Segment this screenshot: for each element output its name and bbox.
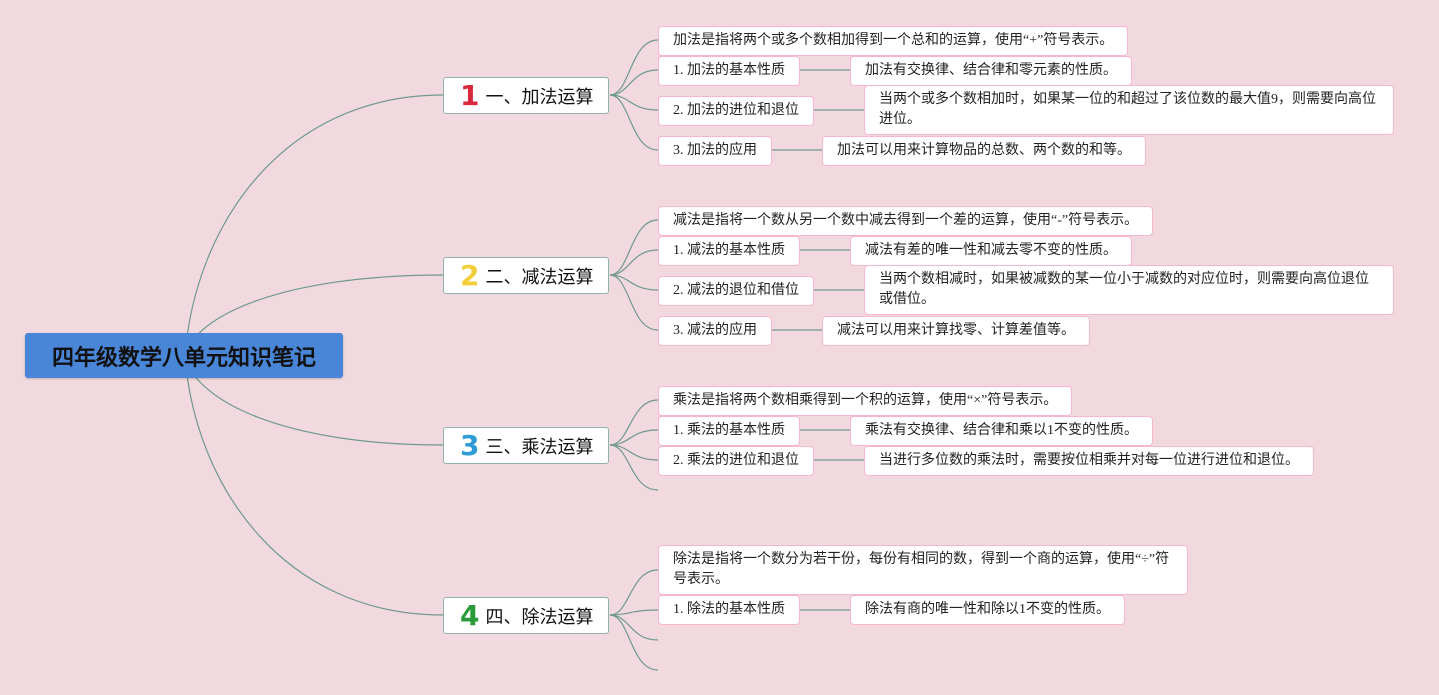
detail-box[interactable]: 减法可以用来计算找零、计算差值等。: [822, 316, 1090, 346]
connector-line: [609, 39, 659, 96]
detail-box[interactable]: 当两个或多个数相加时，如果某一位的和超过了该位数的最大值9，则需要向高位进位。: [864, 85, 1394, 135]
connector-line: [184, 94, 444, 357]
number-3-icon: 3: [460, 428, 480, 462]
detail-box[interactable]: 加法可以用来计算物品的总数、两个数的和等。: [822, 136, 1146, 166]
number-1-icon: 1: [460, 78, 480, 112]
subtopic-box[interactable]: 3. 减法的应用: [658, 316, 772, 346]
subtopic-box[interactable]: 3. 加法的应用: [658, 136, 772, 166]
connector-line: [609, 444, 659, 491]
branch-title: 三、乘法运算: [485, 436, 594, 458]
detail-box[interactable]: 当进行多位数的乘法时，需要按位相乘并对每一位进行进位和退位。: [864, 446, 1314, 476]
number-2-icon: 2: [460, 258, 480, 292]
detail-box[interactable]: 减法有差的唯一性和减去零不变的性质。: [850, 236, 1132, 266]
detail-box[interactable]: 乘法有交换律、结合律和乘以1不变的性质。: [850, 416, 1153, 446]
detail-box[interactable]: 当两个数相减时，如果被减数的某一位小于减数的对应位时，则需要向高位退位或借位。: [864, 265, 1394, 315]
subtopic-box[interactable]: 2. 加法的进位和退位: [658, 96, 814, 126]
root-topic[interactable]: 四年级数学八单元知识笔记: [25, 333, 343, 378]
branch-title: 四、除法运算: [485, 606, 594, 628]
subtopic-box[interactable]: 2. 乘法的进位和退位: [658, 446, 814, 476]
connector-line: [609, 399, 659, 446]
connector-line: [609, 274, 659, 331]
subtopic-box[interactable]: 1. 除法的基本性质: [658, 595, 800, 625]
connector-line: [609, 94, 659, 151]
definition-box[interactable]: 减法是指将一个数从另一个数中减去得到一个差的运算，使用“-”符号表示。: [658, 206, 1154, 236]
connector-line: [609, 569, 659, 616]
connector-line: [609, 219, 659, 276]
branch-division[interactable]: 4 四、除法运算: [443, 597, 609, 634]
subtopic-box[interactable]: 2. 减法的退位和借位: [658, 276, 814, 306]
detail-box[interactable]: 除法有商的唯一性和除以1不变的性质。: [850, 595, 1125, 625]
subtopic-box[interactable]: 1. 乘法的基本性质: [658, 416, 800, 446]
branch-title: 一、加法运算: [485, 86, 594, 108]
connector-line: [184, 355, 444, 616]
branch-multiplication[interactable]: 3 三、乘法运算: [443, 427, 609, 464]
definition-box[interactable]: 除法是指将一个数分为若干份，每份有相同的数，得到一个商的运算，使用“÷”符号表示…: [658, 545, 1188, 595]
branch-addition[interactable]: 1 一、加法运算: [443, 77, 609, 114]
connector-line: [609, 614, 659, 641]
connector-line: [609, 614, 659, 671]
number-4-icon: 4: [460, 598, 480, 632]
subtopic-box[interactable]: 1. 减法的基本性质: [658, 236, 800, 266]
detail-box[interactable]: 加法有交换律、结合律和零元素的性质。: [850, 56, 1132, 86]
subtopic-box[interactable]: 1. 加法的基本性质: [658, 56, 800, 86]
connector-line: [609, 69, 659, 96]
definition-box[interactable]: 乘法是指将两个数相乘得到一个积的运算，使用“×”符号表示。: [658, 386, 1073, 416]
branch-subtraction[interactable]: 2 二、减法运算: [443, 257, 609, 294]
definition-box[interactable]: 加法是指将两个或多个数相加得到一个总和的运算，使用“+”符号表示。: [658, 26, 1129, 56]
connector-line: [609, 249, 659, 276]
connector-line: [609, 429, 659, 446]
branch-title: 二、减法运算: [485, 266, 594, 288]
connector-line: [609, 609, 659, 616]
